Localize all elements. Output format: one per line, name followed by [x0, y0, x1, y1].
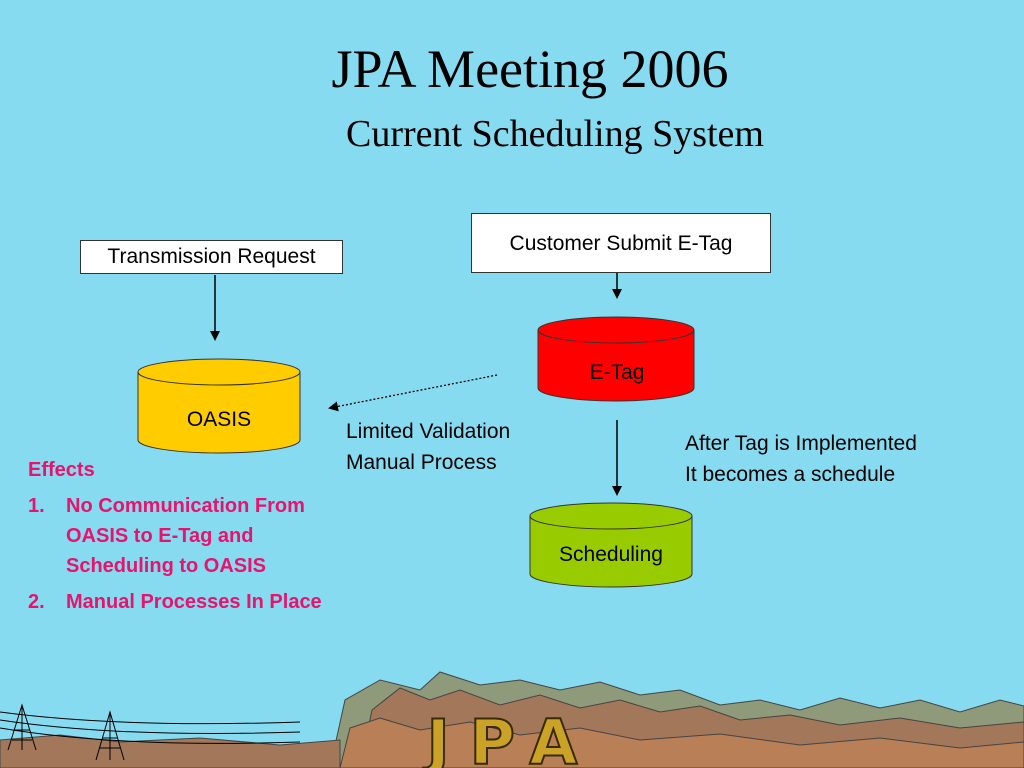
effects-item-number: 2.: [28, 591, 45, 613]
powerlines-decoration: [0, 703, 301, 761]
jpa-logo: JPA: [423, 706, 598, 768]
validation-line-2: Manual Process: [346, 451, 497, 474]
customer-submit-box: Customer Submit E-Tag: [471, 213, 771, 273]
effects-heading: Effects: [28, 459, 95, 481]
effects-item: 1. No Communication From OASIS to E-Tag …: [28, 491, 328, 581]
oasis-cylinder-body: [137, 371, 301, 454]
mountains-decoration: [0, 671, 1024, 768]
effects-list: Effects 1. No Communication From OASIS t…: [28, 455, 328, 623]
validation-annotation: Limited Validation Manual Process: [346, 416, 510, 478]
etag-cylinder-body: [537, 329, 695, 402]
slide-subtitle: Current Scheduling System: [346, 113, 764, 155]
validation-line-1: Limited Validation: [346, 420, 511, 443]
effects-item-number: 1.: [28, 495, 45, 517]
scheduling-node: Scheduling: [529, 502, 693, 588]
oasis-label: OASIS: [187, 408, 251, 431]
effects-item-text: No Communication From OASIS to E-Tag and…: [66, 495, 305, 577]
oasis-cylinder-top: [137, 358, 301, 386]
effects-item: 2. Manual Processes In Place: [28, 587, 328, 617]
etag-cylinder-top: [537, 316, 695, 344]
effects-item-text: Manual Processes In Place: [66, 591, 322, 613]
scheduling-cylinder-top: [529, 502, 693, 530]
edge-etag-to-oasis-dotted: [328, 374, 498, 412]
scheduling-label: Scheduling: [559, 543, 663, 566]
etag-node: E-Tag: [537, 316, 695, 402]
transmission-request-box: Transmission Request: [80, 240, 343, 274]
transmission-request-label: Transmission Request: [107, 245, 316, 268]
slide-title: JPA Meeting 2006: [331, 39, 729, 99]
customer-submit-label: Customer Submit E-Tag: [509, 232, 733, 255]
scheduling-cylinder-body: [529, 515, 693, 588]
implemented-line-2: It becomes a schedule: [685, 463, 896, 486]
oasis-node: OASIS: [137, 358, 301, 454]
implemented-line-1: After Tag is Implemented: [685, 432, 917, 455]
etag-label: E-Tag: [590, 361, 645, 384]
implemented-annotation: After Tag is Implemented It becomes a sc…: [685, 428, 917, 490]
